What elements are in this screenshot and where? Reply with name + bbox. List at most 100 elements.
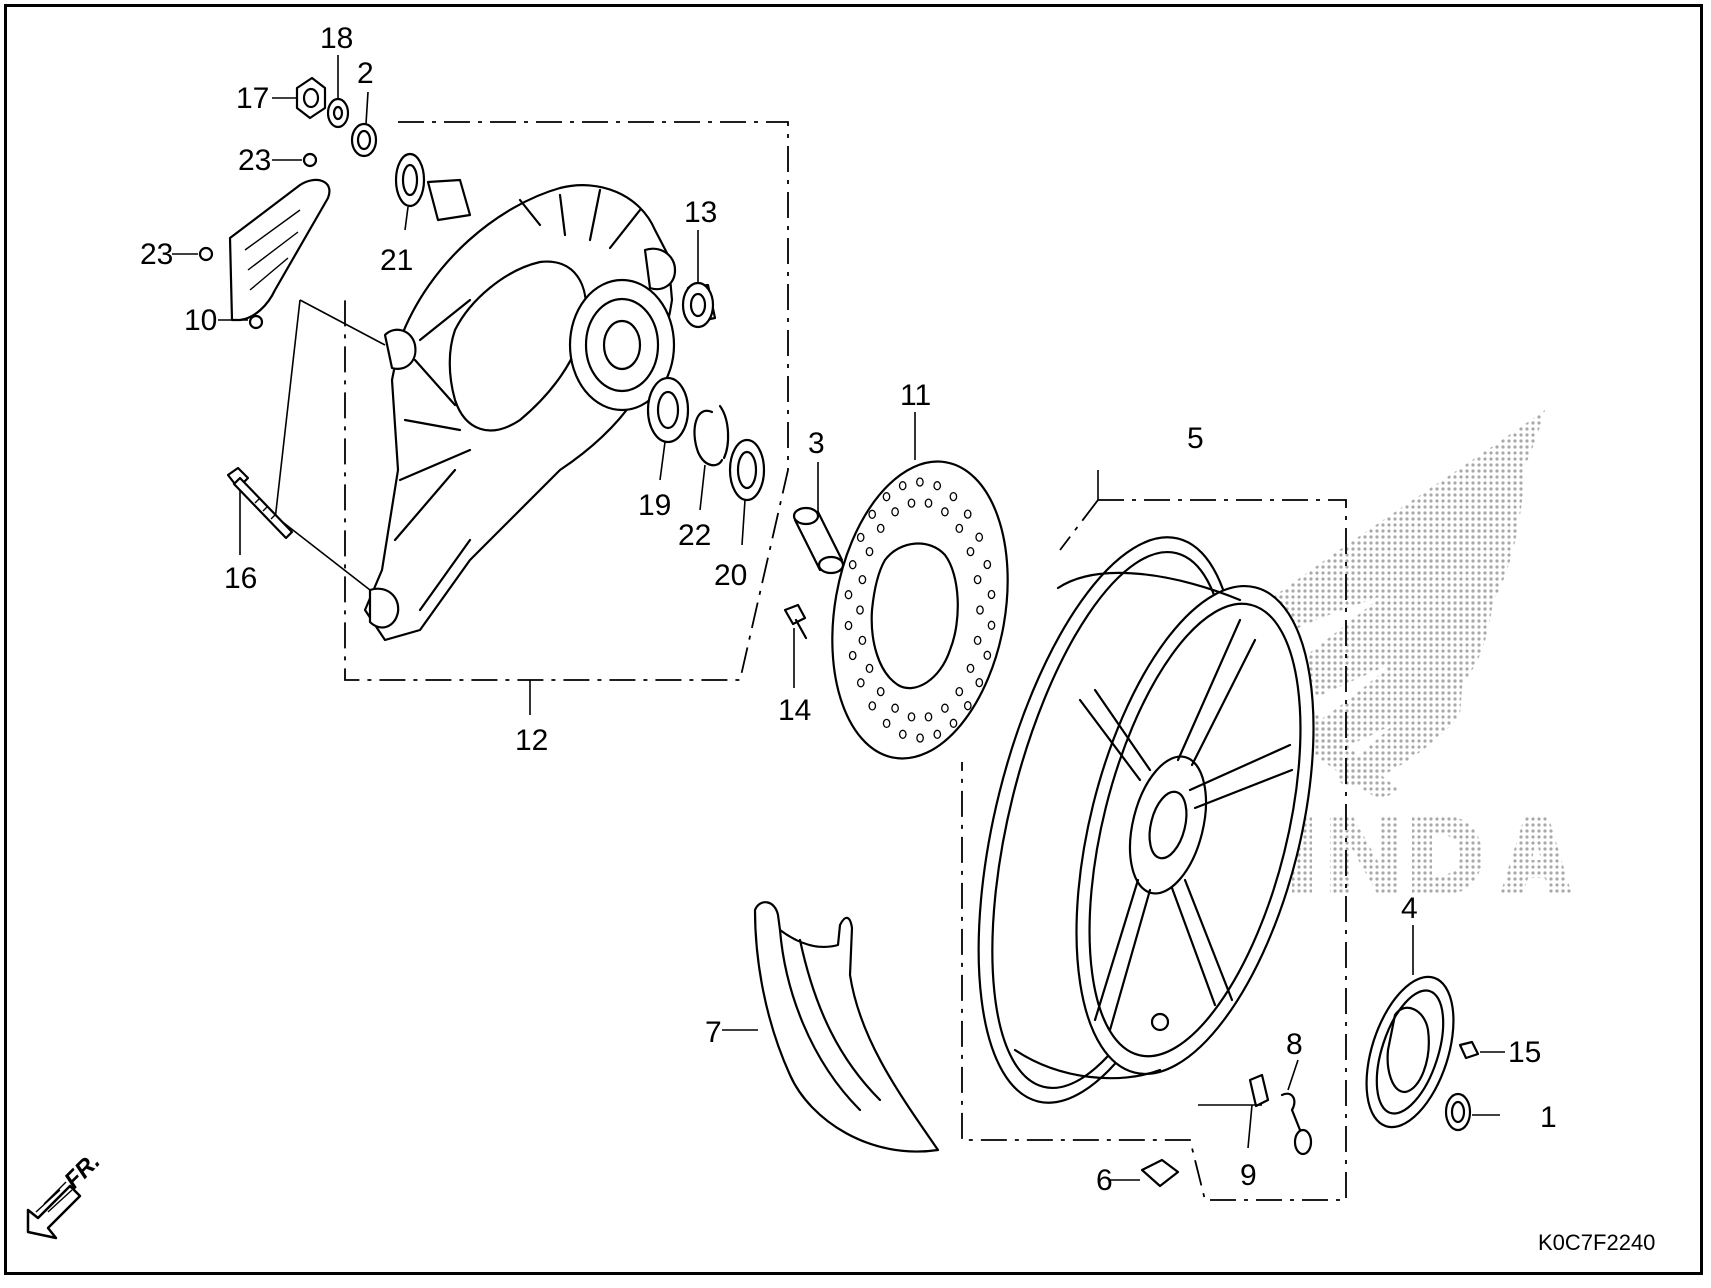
callout-8: 8 — [1286, 1028, 1303, 1061]
disc-hole — [891, 507, 899, 517]
disc-hole — [949, 718, 958, 728]
callout-6: 6 — [1096, 1164, 1113, 1197]
disc-hole — [955, 523, 964, 534]
disc-hole — [976, 605, 984, 615]
disc-hole — [907, 712, 916, 722]
callout-3: 3 — [808, 427, 825, 460]
part-15-sprocket-nut — [1458, 1040, 1480, 1060]
part-17-nut — [295, 76, 327, 120]
callout-17: 17 — [236, 82, 269, 115]
front-arrow-icon — [26, 1184, 82, 1240]
leader-16-lower — [279, 519, 371, 591]
part-6-clip — [1140, 1158, 1180, 1188]
disc-hole — [856, 532, 865, 543]
callout-7: 7 — [705, 1016, 722, 1049]
callout-23-lower: 23 — [140, 238, 173, 271]
disc-hole — [856, 605, 864, 615]
disc-hole — [924, 712, 933, 722]
disc-hole — [933, 729, 942, 739]
callout-11: 11 — [900, 379, 931, 412]
swingarm-assembly-frame — [344, 121, 789, 715]
disc-hole — [924, 498, 933, 508]
disc-hole — [907, 498, 916, 508]
part-16-pivot-bolt — [226, 466, 294, 540]
part-3-collar — [792, 506, 845, 575]
callout-18: 18 — [320, 22, 353, 55]
callout-16: 16 — [224, 562, 257, 595]
callout-13: 13 — [684, 196, 717, 229]
disc-hole — [941, 507, 949, 517]
callout-14: 14 — [778, 694, 811, 727]
disc-hole — [983, 650, 992, 660]
disc-hole — [916, 477, 924, 487]
disc-hole — [891, 703, 899, 713]
front-direction-indicator: FR. — [26, 1148, 106, 1240]
disc-hole — [916, 733, 924, 743]
callout-10: 10 — [184, 304, 217, 337]
disc-hole — [933, 481, 942, 491]
disc-hole — [882, 718, 891, 729]
disc-hole — [868, 701, 877, 711]
callout-labels: 1 2 3 4 5 6 7 8 9 10 11 12 13 14 15 16 1… — [140, 22, 1557, 1197]
wheel-assembly-frame — [961, 470, 1347, 1201]
front-label: FR. — [59, 1148, 105, 1194]
disc-hole — [865, 663, 874, 674]
disc-hole — [973, 635, 982, 646]
callout-1: 1 — [1540, 1101, 1557, 1134]
part-2-collar — [350, 122, 378, 158]
part-7-mudguard — [753, 901, 940, 1153]
callout-21: 21 — [380, 244, 413, 277]
part-23-bolt-upper — [302, 152, 318, 168]
part-1-collar — [1444, 1092, 1472, 1132]
brake-disc-holes — [844, 477, 996, 743]
part-9-valve-nut — [1248, 1073, 1270, 1108]
part-11-brake-disc — [831, 460, 1009, 760]
disc-hole — [987, 589, 996, 600]
part-23-bolt-lower — [198, 246, 214, 262]
drawing-code: K0C7F2240 — [1538, 1230, 1655, 1255]
disc-hole — [983, 559, 992, 570]
callout-20: 20 — [714, 559, 747, 592]
disc-hole — [975, 532, 984, 542]
disc-hole — [844, 590, 853, 600]
callout-2: 2 — [357, 57, 374, 90]
disc-hole — [898, 481, 907, 491]
callout-22: 22 — [678, 519, 711, 552]
disc-hole — [848, 650, 857, 661]
disc-hole — [865, 546, 874, 557]
disc-hole — [882, 492, 891, 502]
part-18-washer — [326, 97, 350, 129]
part-13-bearing — [681, 281, 717, 329]
part-10-chain-guard — [228, 178, 331, 330]
part-20-oil-seal — [728, 438, 766, 502]
disc-hole — [949, 491, 958, 502]
part-4-driven-sprocket — [1365, 975, 1455, 1129]
part-12-swingarm — [363, 178, 677, 642]
leader-16-upper — [299, 299, 386, 346]
callout-19: 19 — [638, 489, 671, 522]
disc-hole — [963, 701, 972, 711]
disc-hole — [858, 635, 867, 646]
callout-12: 12 — [515, 724, 548, 757]
leader-lines — [172, 55, 1505, 1181]
disc-hole — [876, 523, 885, 534]
disc-hole — [975, 677, 984, 688]
disc-hole — [987, 620, 996, 630]
callout-9: 9 — [1240, 1159, 1257, 1192]
disc-hole — [898, 729, 907, 739]
part-21-oil-seal — [394, 152, 426, 208]
part-5-rear-wheel — [977, 536, 1315, 1104]
disc-hole — [966, 546, 975, 557]
disc-hole — [858, 574, 867, 585]
disc-hole — [963, 509, 972, 519]
disc-hole — [844, 620, 853, 631]
disc-hole — [966, 663, 975, 674]
leader-16-bracket — [274, 299, 301, 521]
disc-hole — [856, 678, 865, 688]
callout-5: 5 — [1187, 422, 1204, 455]
part-19-bearing — [646, 376, 690, 444]
disc-hole — [876, 686, 885, 697]
disc-hole — [941, 703, 949, 713]
callout-15: 15 — [1508, 1036, 1541, 1069]
